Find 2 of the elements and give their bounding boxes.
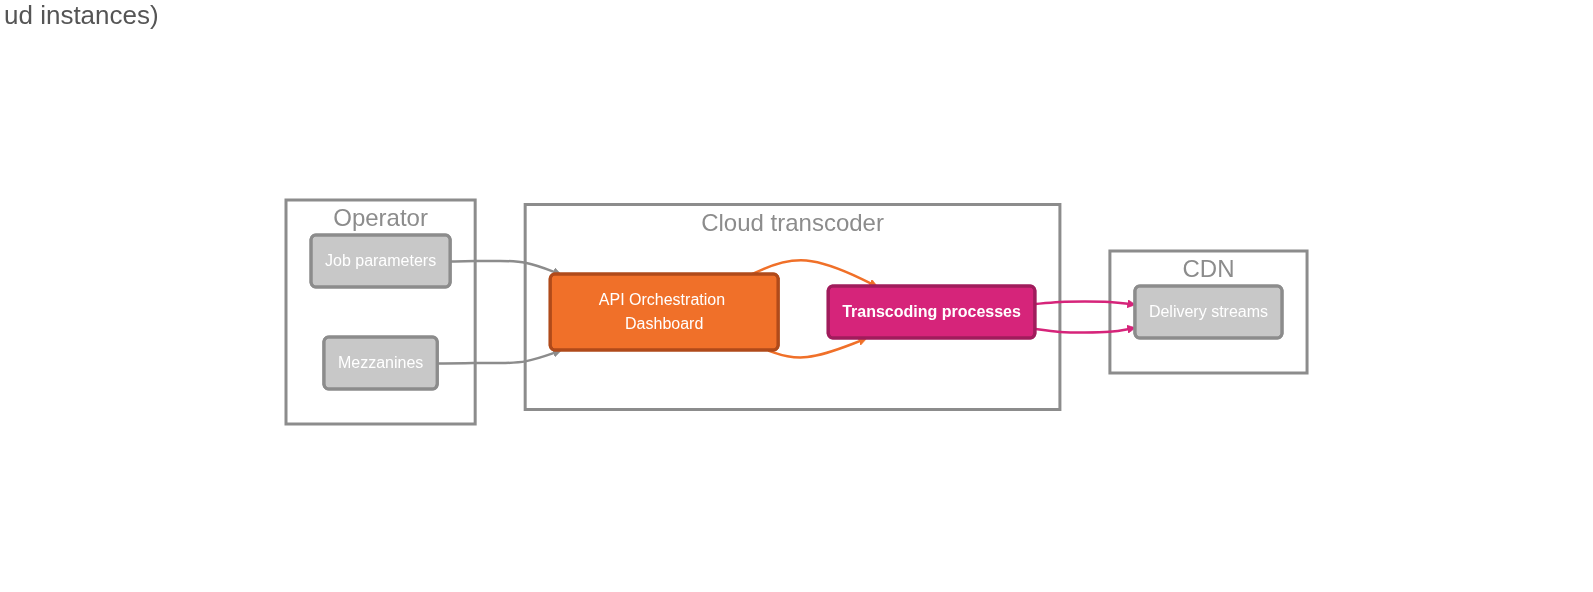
- arrow: [450, 259, 562, 276]
- note-text: ud instances): [4, 0, 159, 31]
